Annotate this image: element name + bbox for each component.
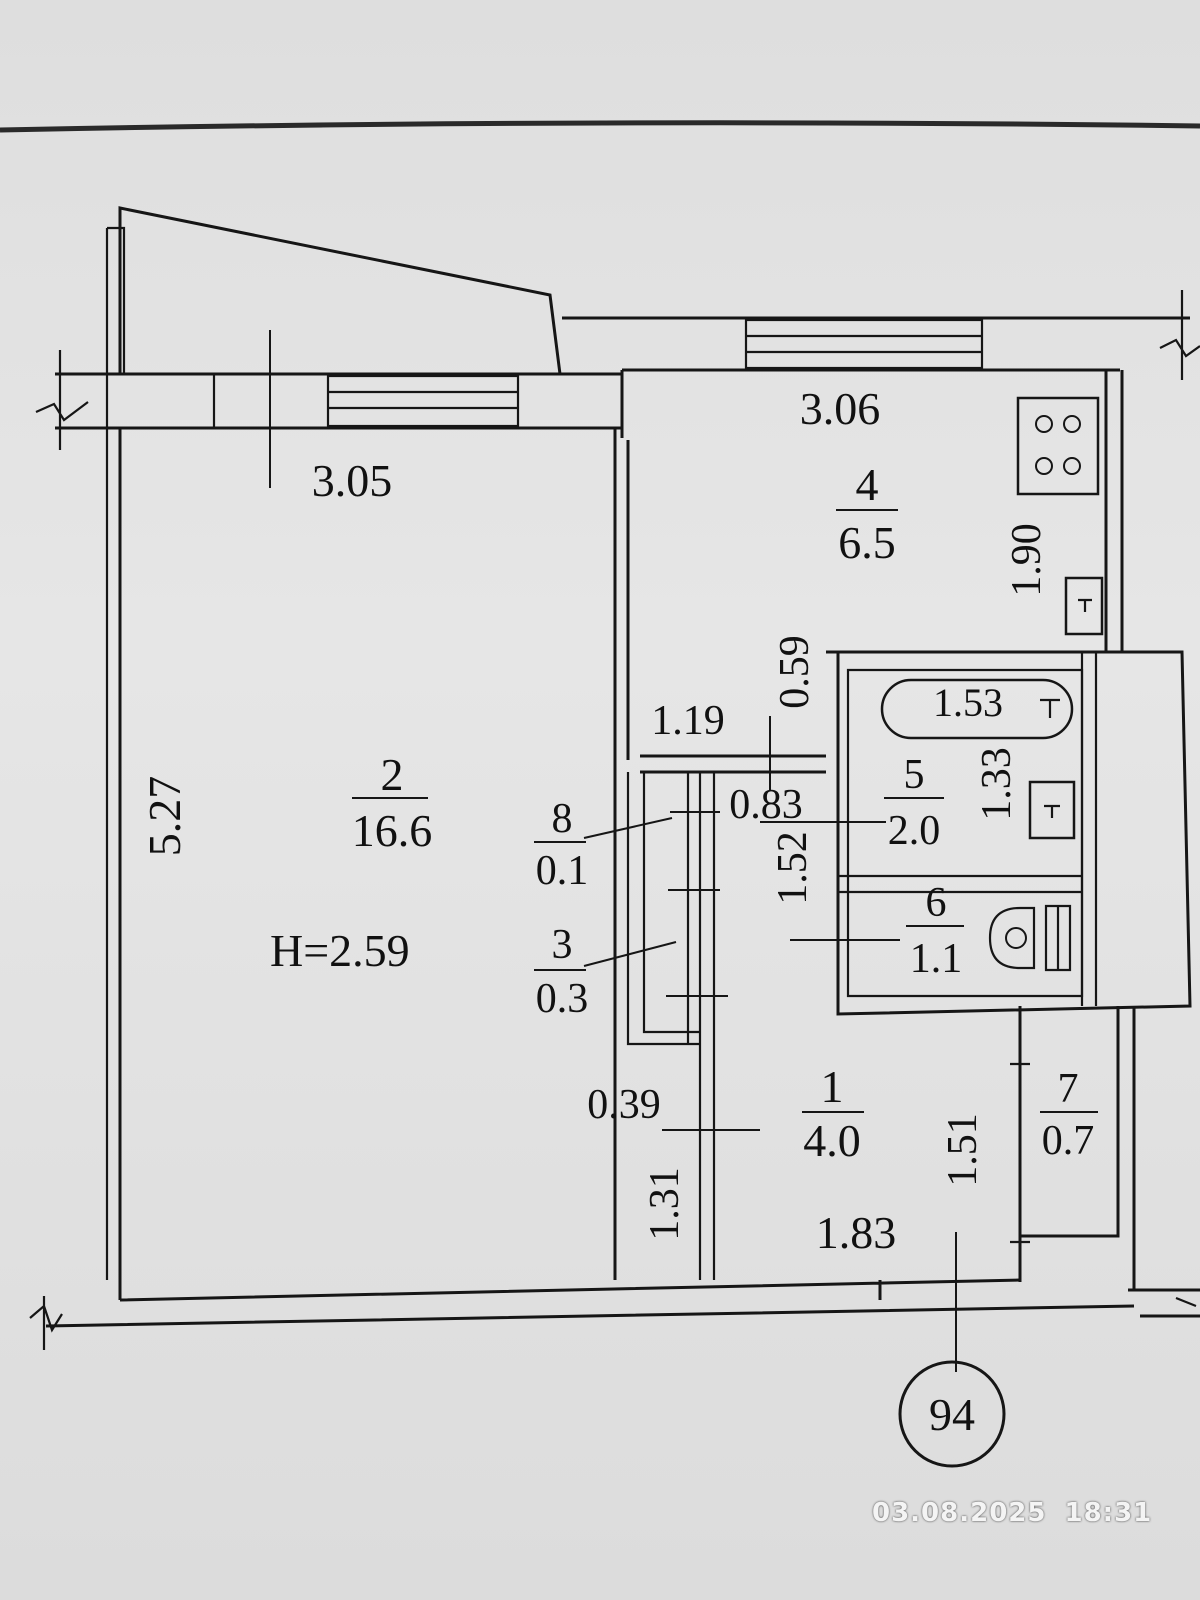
- bathtub: [880, 678, 1074, 740]
- leader-room-8: [583, 817, 673, 839]
- room-1-area: 4.0: [803, 1115, 861, 1166]
- leader-room-3: [583, 941, 677, 967]
- dim-corridor-upper-depth: 0.59: [772, 635, 818, 709]
- toilet-bowl: [1005, 927, 1027, 949]
- dim-bathroom-depth: 1.33: [974, 747, 1020, 821]
- room-2-area: 16.6: [352, 805, 433, 856]
- dim-entry-depth: 1.51: [940, 1113, 986, 1187]
- bathroom-sink-tap: [1044, 804, 1060, 818]
- kitchen-walls: [1104, 370, 1124, 652]
- window-living-room: [326, 374, 520, 428]
- ceiling-height: H=2.59: [270, 925, 410, 976]
- room-2-number: 2: [381, 749, 404, 800]
- stove-burner: [1063, 415, 1081, 433]
- entry-door-tick: [1010, 1062, 1030, 1244]
- closet-walls: [626, 772, 716, 1280]
- service-shaft: [1080, 652, 1098, 1006]
- corridor-upper: [640, 754, 826, 774]
- sheet-edge: [0, 120, 1200, 133]
- dim-bathroom-block-depth: 1.52: [770, 831, 816, 905]
- bath-divider: [838, 874, 1082, 894]
- dim-corridor-upper-width: 1.19: [651, 698, 725, 744]
- bathtub-tap: [1040, 698, 1060, 718]
- living-room-walls: [118, 428, 630, 1300]
- room-6-number: 6: [926, 880, 947, 926]
- wall-top-right: [562, 316, 1190, 438]
- room-4-number: 4: [856, 459, 879, 510]
- room-7-area: 0.7: [1042, 1118, 1095, 1164]
- stove-burner: [1035, 457, 1053, 475]
- bathroom-sink: [1028, 780, 1076, 840]
- window-living-room-glass: [328, 390, 518, 410]
- timestamp-time: 18:31: [1064, 1498, 1153, 1528]
- toilet-tank: [1044, 904, 1072, 972]
- window-kitchen-glass: [746, 334, 982, 354]
- dim-living-room-width: 3.05: [312, 455, 393, 506]
- break-mark-bottom-left: [29, 1296, 63, 1350]
- balcony: [118, 206, 562, 376]
- room-6-area: 1.1: [910, 936, 963, 982]
- kitchen-sink-tap: [1078, 598, 1092, 612]
- window-kitchen: [744, 318, 984, 370]
- dim-kitchen-length: 1.90: [1004, 523, 1050, 597]
- room-5-number: 5: [904, 752, 925, 798]
- stove-burner: [1035, 415, 1053, 433]
- bath-block-outer: [826, 650, 1192, 1016]
- apartment-number: 94: [929, 1389, 975, 1440]
- dim-living-room-length: 5.27: [139, 776, 190, 857]
- kitchen-sink: [1064, 576, 1104, 636]
- room-5-area: 2.0: [888, 808, 941, 854]
- dim-hall-wall-length: 1.31: [642, 1167, 688, 1241]
- room-3-number: 3: [552, 922, 573, 968]
- wall-top-left-outer: [55, 372, 624, 438]
- room-1-number: 1: [821, 1061, 844, 1112]
- wall-bottom: [45, 1278, 1200, 1328]
- stove-burner: [1063, 457, 1081, 475]
- room-3-area: 0.3: [536, 976, 589, 1022]
- apartment-number-circle: [898, 1360, 1006, 1468]
- stove: [1016, 396, 1100, 496]
- dim-tick-closet: [662, 889, 760, 1131]
- timestamp-date: 03.08.2025: [872, 1498, 1047, 1528]
- dim-closet-depth: 0.39: [587, 1082, 661, 1128]
- dim-kitchen-width: 3.06: [800, 383, 881, 434]
- room-8-number: 8: [552, 796, 573, 842]
- toilet: [988, 906, 1036, 970]
- break-mark-right: [1159, 290, 1200, 380]
- room-4-area: 6.5: [838, 517, 896, 568]
- balcony-rail: [105, 226, 126, 1280]
- break-mark-left: [35, 350, 89, 450]
- break-mark-bottom-right: [1175, 1288, 1200, 1308]
- dim-tick-0.83: [670, 811, 886, 823]
- dim-closet-width: 0.83: [729, 782, 803, 828]
- room-7-number: 7: [1058, 1066, 1079, 1112]
- photo-timestamp: 03.08.2025 18:31: [872, 1498, 1170, 1528]
- room-8-area: 0.1: [536, 848, 589, 894]
- dim-bath-length: 1.53: [933, 680, 1003, 725]
- dim-hall-length: 1.83: [816, 1207, 897, 1258]
